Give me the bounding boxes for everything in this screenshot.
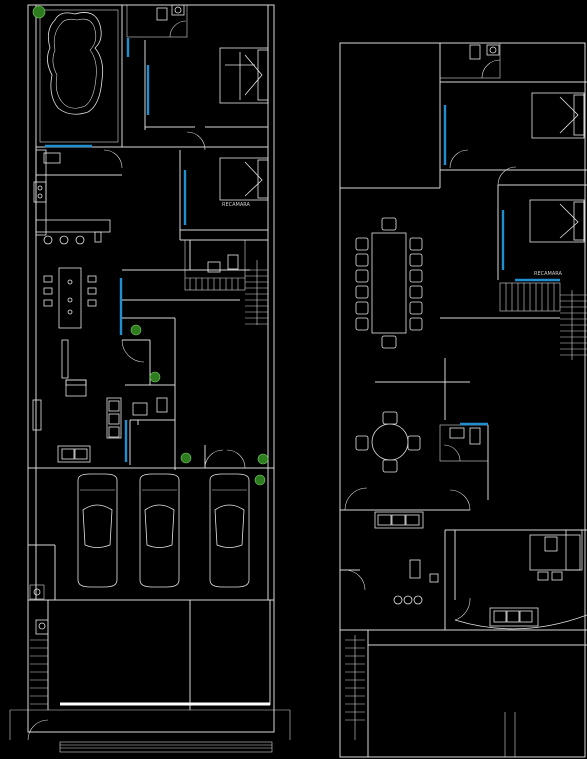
upper-conference-table <box>355 217 423 349</box>
ground-bed-2: RECAMARA <box>219 157 269 208</box>
garage-cars <box>77 473 250 588</box>
upper-floor-plan: RECAMARA <box>339 42 587 758</box>
ground-service-area <box>29 584 49 710</box>
upper-bottom-stairs <box>345 635 365 740</box>
kitchen <box>33 149 122 245</box>
pool <box>39 9 119 143</box>
ground-stairs <box>184 239 268 325</box>
ground-top-bathroom <box>126 4 188 38</box>
ground-floor-plan: RECAMARA <box>9 4 291 753</box>
upper-stairs <box>440 282 587 360</box>
upper-mid-bathroom <box>439 422 489 500</box>
upper-bed-1 <box>531 92 585 139</box>
upper-office <box>340 487 587 630</box>
ground-mid-bathroom <box>106 397 175 465</box>
ground-dining-table <box>43 267 97 329</box>
upper-floor-outline <box>339 42 586 758</box>
upper-bed-2: RECAMARA <box>529 199 585 277</box>
ground-plants <box>32 5 269 486</box>
ground-bedroom-2-label: RECAMARA <box>222 202 251 208</box>
ground-floor-outline <box>27 4 275 733</box>
upper-round-table <box>355 411 421 473</box>
ground-living <box>32 339 91 463</box>
upper-top-bathroom <box>439 42 501 79</box>
ground-bed-1 <box>219 47 269 104</box>
upper-bedroom-2-label: RECAMARA <box>534 271 563 277</box>
